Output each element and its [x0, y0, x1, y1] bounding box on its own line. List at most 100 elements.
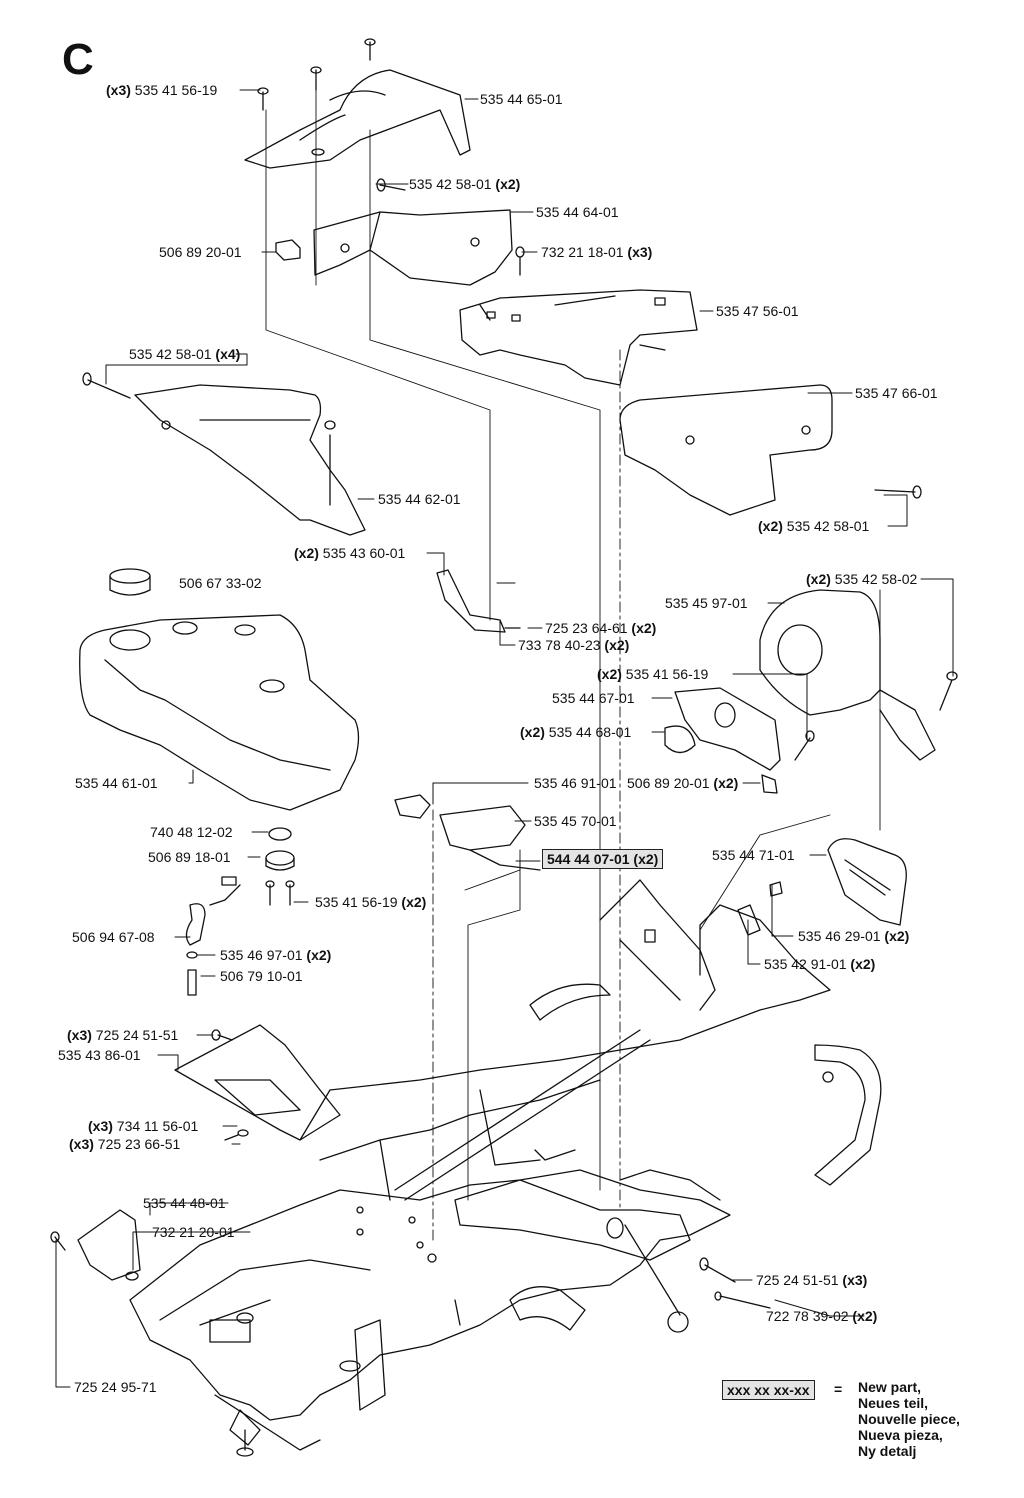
part-number: 544 44 07-01	[547, 851, 630, 867]
part-label: 535 43 86-01	[58, 1047, 141, 1063]
part-label: (x3) 725 24 51-51	[67, 1027, 178, 1043]
quantity: (x2)	[495, 176, 521, 192]
legend-line: Ny detalj	[858, 1443, 917, 1459]
part-number: 535 42 58-01	[129, 346, 212, 362]
part-label: (x2) 535 43 60-01	[294, 545, 405, 561]
quantity: (x2)	[597, 666, 622, 682]
fuel-fittings	[185, 827, 295, 996]
part-number: 535 43 60-01	[322, 545, 406, 561]
part-label: 732 21 20-01	[152, 1224, 235, 1240]
part-number: 725 23 66-51	[97, 1136, 181, 1152]
part-number: 506 79 10-01	[220, 968, 303, 984]
part-number: 506 89 20-01	[627, 775, 710, 791]
part-number: 506 67 33-02	[179, 575, 262, 591]
quantity: (x4)	[215, 346, 241, 362]
quantity: (x2)	[631, 620, 657, 636]
quantity: (x2)	[604, 637, 630, 653]
legend-equals: =	[834, 1381, 843, 1397]
legend-line: Neues teil,	[858, 1395, 929, 1411]
part-label: (x3) 734 11 56-01	[88, 1118, 198, 1134]
part-number: 725 24 51-51	[95, 1027, 179, 1043]
part-label: 740 48 12-02	[150, 824, 233, 840]
part-number: 734 11 56-01	[116, 1118, 199, 1134]
part-label: 535 47 56-01	[716, 303, 799, 319]
part-label: 535 44 48-01	[143, 1195, 226, 1211]
quantity: (x2)	[850, 956, 876, 972]
small-bracket-part	[436, 569, 521, 633]
part-label: 506 67 33-02	[179, 575, 262, 591]
part-number: 740 48 12-02	[150, 824, 233, 840]
part-number: 535 46 29-01	[798, 928, 881, 944]
quantity: (x2)	[758, 518, 783, 534]
part-label: (x2) 535 42 58-01	[758, 518, 869, 534]
part-number: 535 44 67-01	[552, 690, 635, 706]
part-number: 535 42 58-01	[409, 176, 492, 192]
part-number: 535 44 61-01	[75, 775, 158, 791]
part-label: 535 42 58-01 (x2)	[409, 176, 520, 192]
part-label: 506 89 18-01	[148, 849, 231, 865]
part-label: (x2) 535 42 58-02	[806, 571, 917, 587]
part-number: 535 41 56-19	[625, 666, 709, 682]
quantity: (x2)	[852, 1308, 878, 1324]
part-label: (x2) 535 44 68-01	[520, 724, 631, 740]
part-label: 506 89 20-01 (x2)	[627, 775, 738, 791]
quantity: (x2)	[713, 775, 739, 791]
assembly-guide-lines	[265, 79, 881, 1241]
control-panel-part	[459, 246, 698, 386]
part-number: 535 42 91-01	[764, 956, 847, 972]
part-number: 722 78 39-02	[766, 1308, 849, 1324]
quantity: (x2)	[633, 851, 659, 867]
lamp-housing-part	[664, 687, 815, 794]
part-label: 535 46 91-01	[534, 775, 617, 791]
part-number: 535 44 62-01	[378, 491, 461, 507]
part-number: 506 89 20-01	[159, 244, 242, 260]
part-number: 535 44 48-01	[143, 1195, 226, 1211]
part-label: 535 47 66-01	[855, 385, 938, 401]
part-label: 535 42 58-01 (x4)	[129, 346, 240, 362]
fuel-tank-part	[79, 568, 360, 811]
part-number: 535 46 91-01	[534, 775, 617, 791]
lens-part	[827, 838, 907, 926]
part-number: 535 43 86-01	[58, 1047, 141, 1063]
part-label: 535 42 91-01 (x2)	[764, 956, 875, 972]
quantity: (x2)	[520, 724, 545, 740]
dash-bracket-part	[313, 178, 513, 286]
quantity: (x3)	[106, 82, 131, 98]
part-number: 506 89 18-01	[148, 849, 231, 865]
part-number: 535 44 65-01	[480, 91, 563, 107]
front-plate-part	[174, 1024, 341, 1141]
part-number: 535 44 68-01	[548, 724, 632, 740]
part-label: 535 45 70-01	[534, 813, 617, 829]
part-label: 535 44 65-01	[480, 91, 563, 107]
part-number: 725 24 95-71	[74, 1379, 157, 1395]
quantity: (x2)	[294, 545, 319, 561]
side-plate-part	[50, 1209, 141, 1281]
left-cover-part	[82, 372, 366, 536]
part-number: 535 44 64-01	[536, 204, 619, 220]
quantity: (x3)	[67, 1027, 92, 1043]
switch-bracket-part	[394, 794, 541, 871]
part-number: 535 47 66-01	[855, 385, 938, 401]
part-number: 732 21 18-01	[541, 244, 624, 260]
part-number: 725 23 64-61	[545, 620, 628, 636]
part-label: 725 23 64-61 (x2)	[545, 620, 656, 636]
part-label: 722 78 39-02 (x2)	[766, 1308, 877, 1324]
part-label: 535 46 97-01 (x2)	[220, 947, 331, 963]
screws-top	[257, 38, 376, 111]
quantity: (x2)	[306, 947, 332, 963]
part-label: 506 89 20-01	[159, 244, 242, 260]
part-label: 725 24 51-51 (x3)	[756, 1272, 867, 1288]
quantity: (x2)	[884, 928, 910, 944]
main-frame-part	[129, 879, 882, 1457]
leader-lines	[55, 89, 954, 1388]
legend-swatch: xxx xx xx-xx	[722, 1380, 815, 1400]
part-number: 535 45 97-01	[665, 595, 748, 611]
section-letter: C	[62, 35, 94, 84]
part-label: 732 21 18-01 (x3)	[541, 244, 652, 260]
new-part-label: 544 44 07-01 (x2)	[542, 849, 664, 869]
quantity: (x2)	[401, 894, 427, 910]
part-label: 535 44 71-01	[712, 847, 795, 863]
part-label: 535 44 64-01	[536, 204, 619, 220]
quantity: (x3)	[842, 1272, 868, 1288]
